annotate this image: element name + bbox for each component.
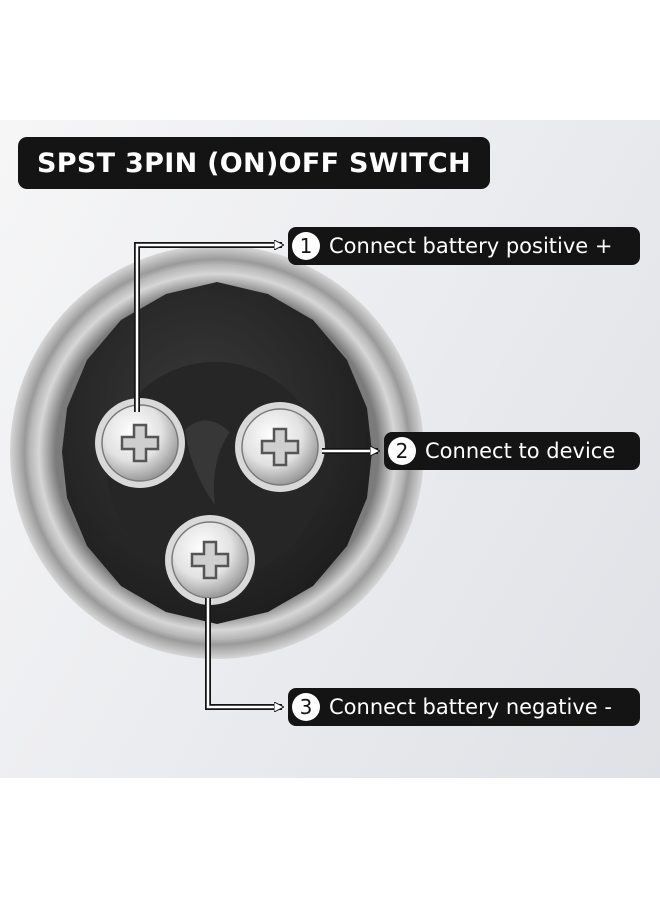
screw-terminal-1 bbox=[95, 398, 185, 488]
insulator-divider bbox=[185, 420, 230, 505]
callout-number-3: 3 bbox=[292, 693, 320, 721]
leader-line-1 bbox=[134, 245, 282, 412]
callout-number-2: 2 bbox=[388, 437, 416, 465]
phillips-cross-1 bbox=[120, 423, 160, 463]
callout-text-3: Connect battery negative - bbox=[329, 695, 612, 719]
screw-terminal-2 bbox=[235, 402, 325, 492]
screw-terminal-3 bbox=[165, 515, 255, 605]
phillips-cross-3 bbox=[190, 540, 230, 580]
phillips-cross-2 bbox=[260, 427, 300, 467]
callout-text-1: Connect battery positive + bbox=[329, 234, 613, 258]
callout-battery-negative: 3 Connect battery negative - bbox=[288, 688, 640, 726]
callout-number-1: 1 bbox=[292, 232, 320, 260]
callout-text-2: Connect to device bbox=[425, 439, 616, 463]
callout-battery-positive: 1 Connect battery positive + bbox=[288, 227, 640, 265]
diagram-title: SPST 3PIN (ON)OFF SWITCH bbox=[18, 137, 490, 189]
callout-device: 2 Connect to device bbox=[384, 432, 640, 470]
leader-line-3 bbox=[205, 598, 282, 707]
